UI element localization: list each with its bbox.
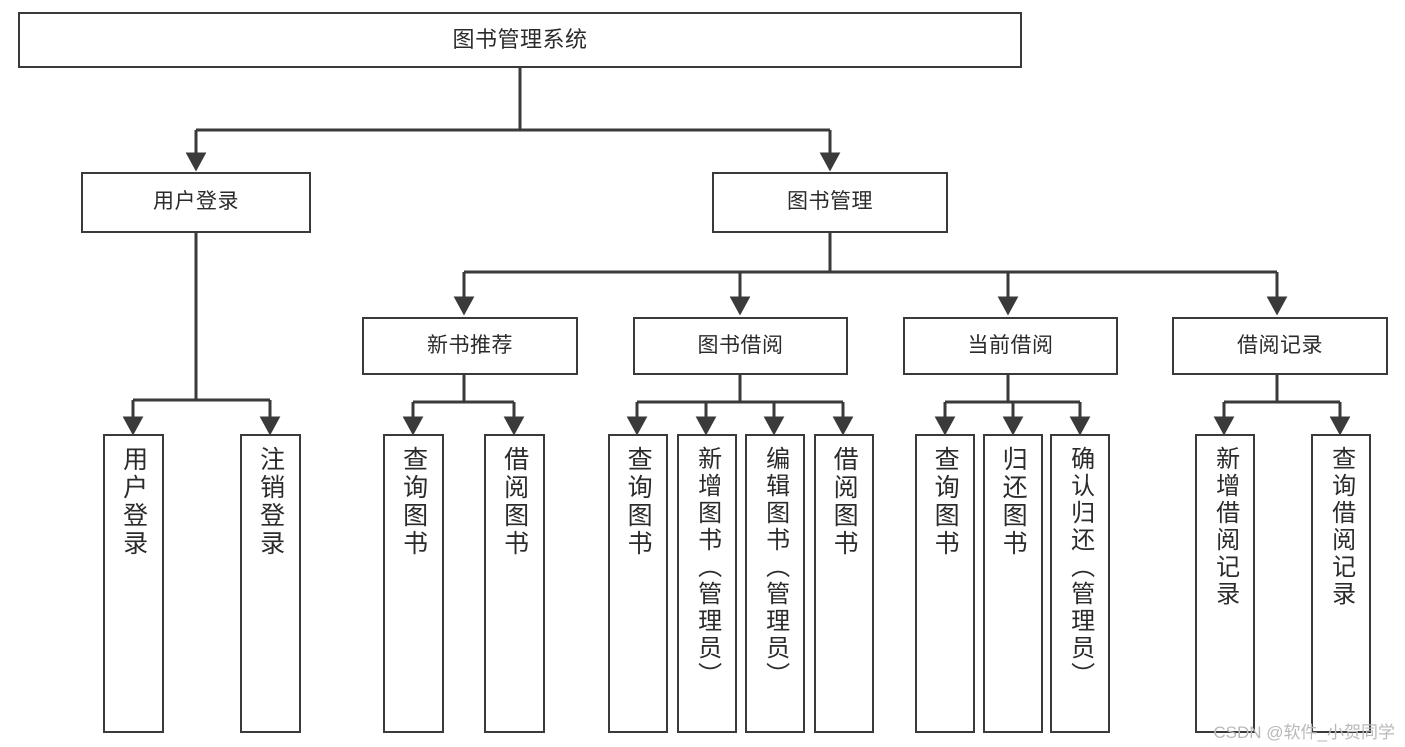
node-book-borrow[interactable]: 图书借阅 — [633, 317, 848, 375]
node-label: 用户登录 — [119, 446, 148, 558]
node-user-login[interactable]: 用户登录 — [81, 172, 311, 233]
node-root-system[interactable]: 图书管理系统 — [18, 12, 1022, 68]
node-label: 确认归还（管理员） — [1066, 446, 1094, 689]
leaf-add-book[interactable]: 新增图书（管理员） — [677, 434, 737, 733]
node-label: 查询图书 — [931, 446, 960, 558]
node-label: 查询借阅记录 — [1327, 446, 1355, 608]
node-label: 用户登录 — [153, 190, 239, 214]
leaf-query-book-3[interactable]: 查询图书 — [915, 434, 975, 733]
node-label: 注销登录 — [256, 446, 285, 558]
node-label: 查询图书 — [624, 446, 653, 558]
node-label: 查询图书 — [399, 446, 428, 558]
node-new-book-recommend[interactable]: 新书推荐 — [362, 317, 578, 375]
leaf-return-book[interactable]: 归还图书 — [983, 434, 1043, 733]
leaf-query-book-2[interactable]: 查询图书 — [608, 434, 668, 733]
leaf-borrow-book-2[interactable]: 借阅图书 — [814, 434, 874, 733]
leaf-query-borrow-record[interactable]: 查询借阅记录 — [1311, 434, 1371, 733]
node-borrow-record[interactable]: 借阅记录 — [1172, 317, 1388, 375]
csdn-watermark: CSDN @软件_小贺同学 — [1213, 723, 1395, 742]
node-label: 图书借阅 — [697, 333, 784, 357]
leaf-logout-login[interactable]: 注销登录 — [240, 434, 301, 733]
node-label: 归还图书 — [999, 446, 1028, 558]
leaf-edit-book[interactable]: 编辑图书（管理员） — [745, 434, 805, 733]
node-label: 借阅图书 — [830, 446, 859, 558]
node-label: 新书推荐 — [427, 333, 513, 357]
node-label: 编辑图书（管理员） — [761, 446, 789, 689]
node-label: 新增图书（管理员） — [693, 446, 721, 689]
node-label: 借阅记录 — [1237, 333, 1323, 357]
leaf-borrow-book-1[interactable]: 借阅图书 — [484, 434, 545, 733]
node-book-management[interactable]: 图书管理 — [712, 172, 948, 233]
node-label: 借阅图书 — [500, 446, 529, 558]
leaf-user-login[interactable]: 用户登录 — [103, 434, 164, 733]
leaf-confirm-return[interactable]: 确认归还（管理员） — [1050, 434, 1110, 733]
leaf-add-borrow-record[interactable]: 新增借阅记录 — [1195, 434, 1255, 733]
node-label: 图书管理 — [787, 190, 873, 214]
node-label: 当前借阅 — [967, 333, 1054, 357]
leaf-query-book-1[interactable]: 查询图书 — [383, 434, 444, 733]
node-label: 新增借阅记录 — [1211, 446, 1239, 608]
node-current-borrow[interactable]: 当前借阅 — [903, 317, 1118, 375]
node-label: 图书管理系统 — [452, 27, 588, 53]
